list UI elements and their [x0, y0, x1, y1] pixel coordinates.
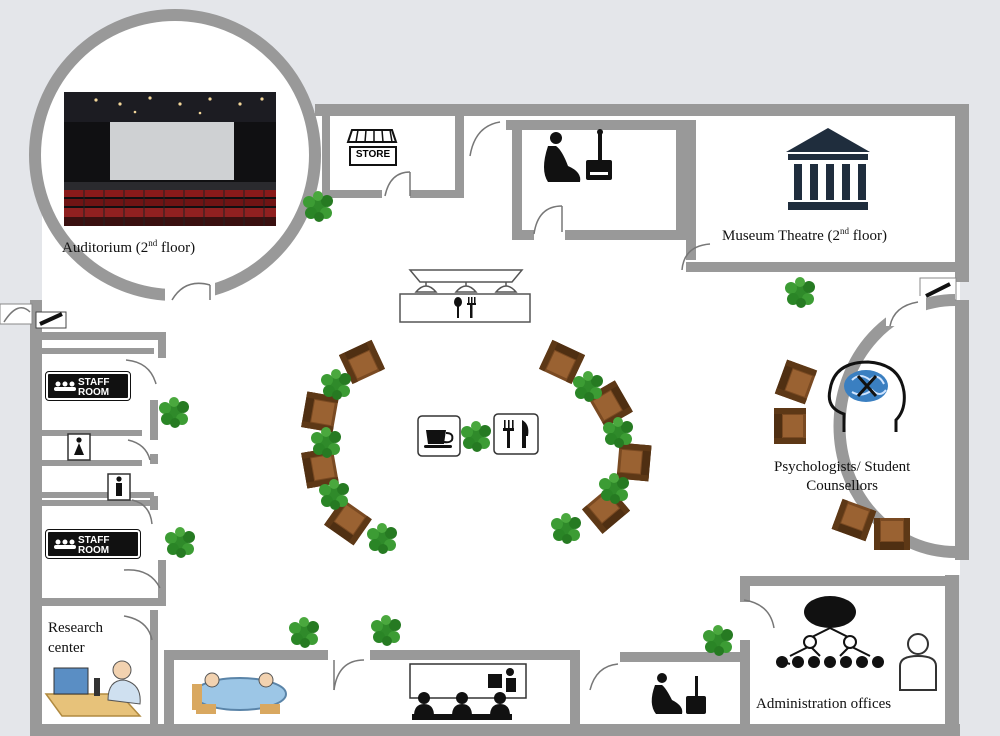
psych-label-line2: Counsellors: [806, 478, 878, 494]
male-wc-icon: [107, 473, 131, 501]
store-icon: [346, 129, 398, 143]
museum-icon: [786, 128, 870, 210]
staff-room-sign-2: STAFF ROOM: [45, 529, 141, 559]
auditorium-label-tail: floor): [157, 240, 196, 256]
staff-room-sign-1: STAFF ROOM: [45, 371, 131, 401]
auditorium-label: Auditorium (2nd floor): [62, 238, 195, 257]
left-rooms: [42, 332, 166, 730]
staff-room-sign-1-text: STAFF ROOM: [78, 378, 109, 398]
staff-room-sign-2-text: STAFF ROOM: [78, 536, 109, 556]
cinema-image: [64, 92, 276, 226]
auditorium-label-sup: nd: [148, 238, 158, 248]
research-label-line2: center: [48, 640, 85, 656]
meeting-icon: [192, 672, 287, 714]
staff-room-2-line1: STAFF: [78, 535, 110, 546]
staff-room-1-line1: STAFF: [78, 377, 110, 388]
staff-room-2-line2: ROOM: [78, 545, 110, 556]
store-sign-text: STORE: [355, 149, 391, 160]
museum-label-text: Museum Theatre (2: [722, 228, 841, 244]
researcher-icon: [44, 660, 142, 717]
research-label: Research center: [48, 618, 103, 658]
admin-room: [740, 576, 950, 728]
people-icon: [54, 381, 76, 391]
auditorium-label-text: Auditorium (2: [62, 240, 149, 256]
psych-label: Psychologists/ Student Counsellors: [774, 458, 910, 496]
store-room: [322, 116, 464, 198]
org-chart-icon: [776, 596, 884, 668]
staff-room-1-line2: ROOM: [78, 387, 110, 398]
research-label-line1: Research: [48, 620, 103, 636]
outer-walls: [30, 104, 969, 736]
admin-label-text: Administration offices: [756, 696, 892, 712]
people-icon: [54, 539, 76, 549]
brain-head-icon: [827, 360, 906, 432]
psych-label-line1: Psychologists/ Student: [774, 459, 911, 475]
lecture-icon: [409, 663, 527, 720]
museum-label: Museum Theatre (2nd floor): [722, 226, 887, 245]
cafeteria-counter-icon: [399, 269, 531, 323]
prayer-room-top: [506, 120, 691, 240]
female-wc-icon: [67, 433, 91, 461]
admin-label: Administration offices: [756, 696, 891, 713]
prayer-icon-bottom: [651, 673, 706, 714]
fork-knife-icon: [493, 413, 539, 455]
museum-label-tail: floor): [849, 228, 887, 244]
museum-label-sup: nd: [840, 226, 850, 236]
prayer-icon: [544, 129, 612, 182]
coffee-cup-icon: [417, 415, 461, 457]
person-icon: [899, 633, 937, 691]
bottom-rooms: [164, 650, 742, 730]
store-sign: STORE: [349, 146, 397, 166]
